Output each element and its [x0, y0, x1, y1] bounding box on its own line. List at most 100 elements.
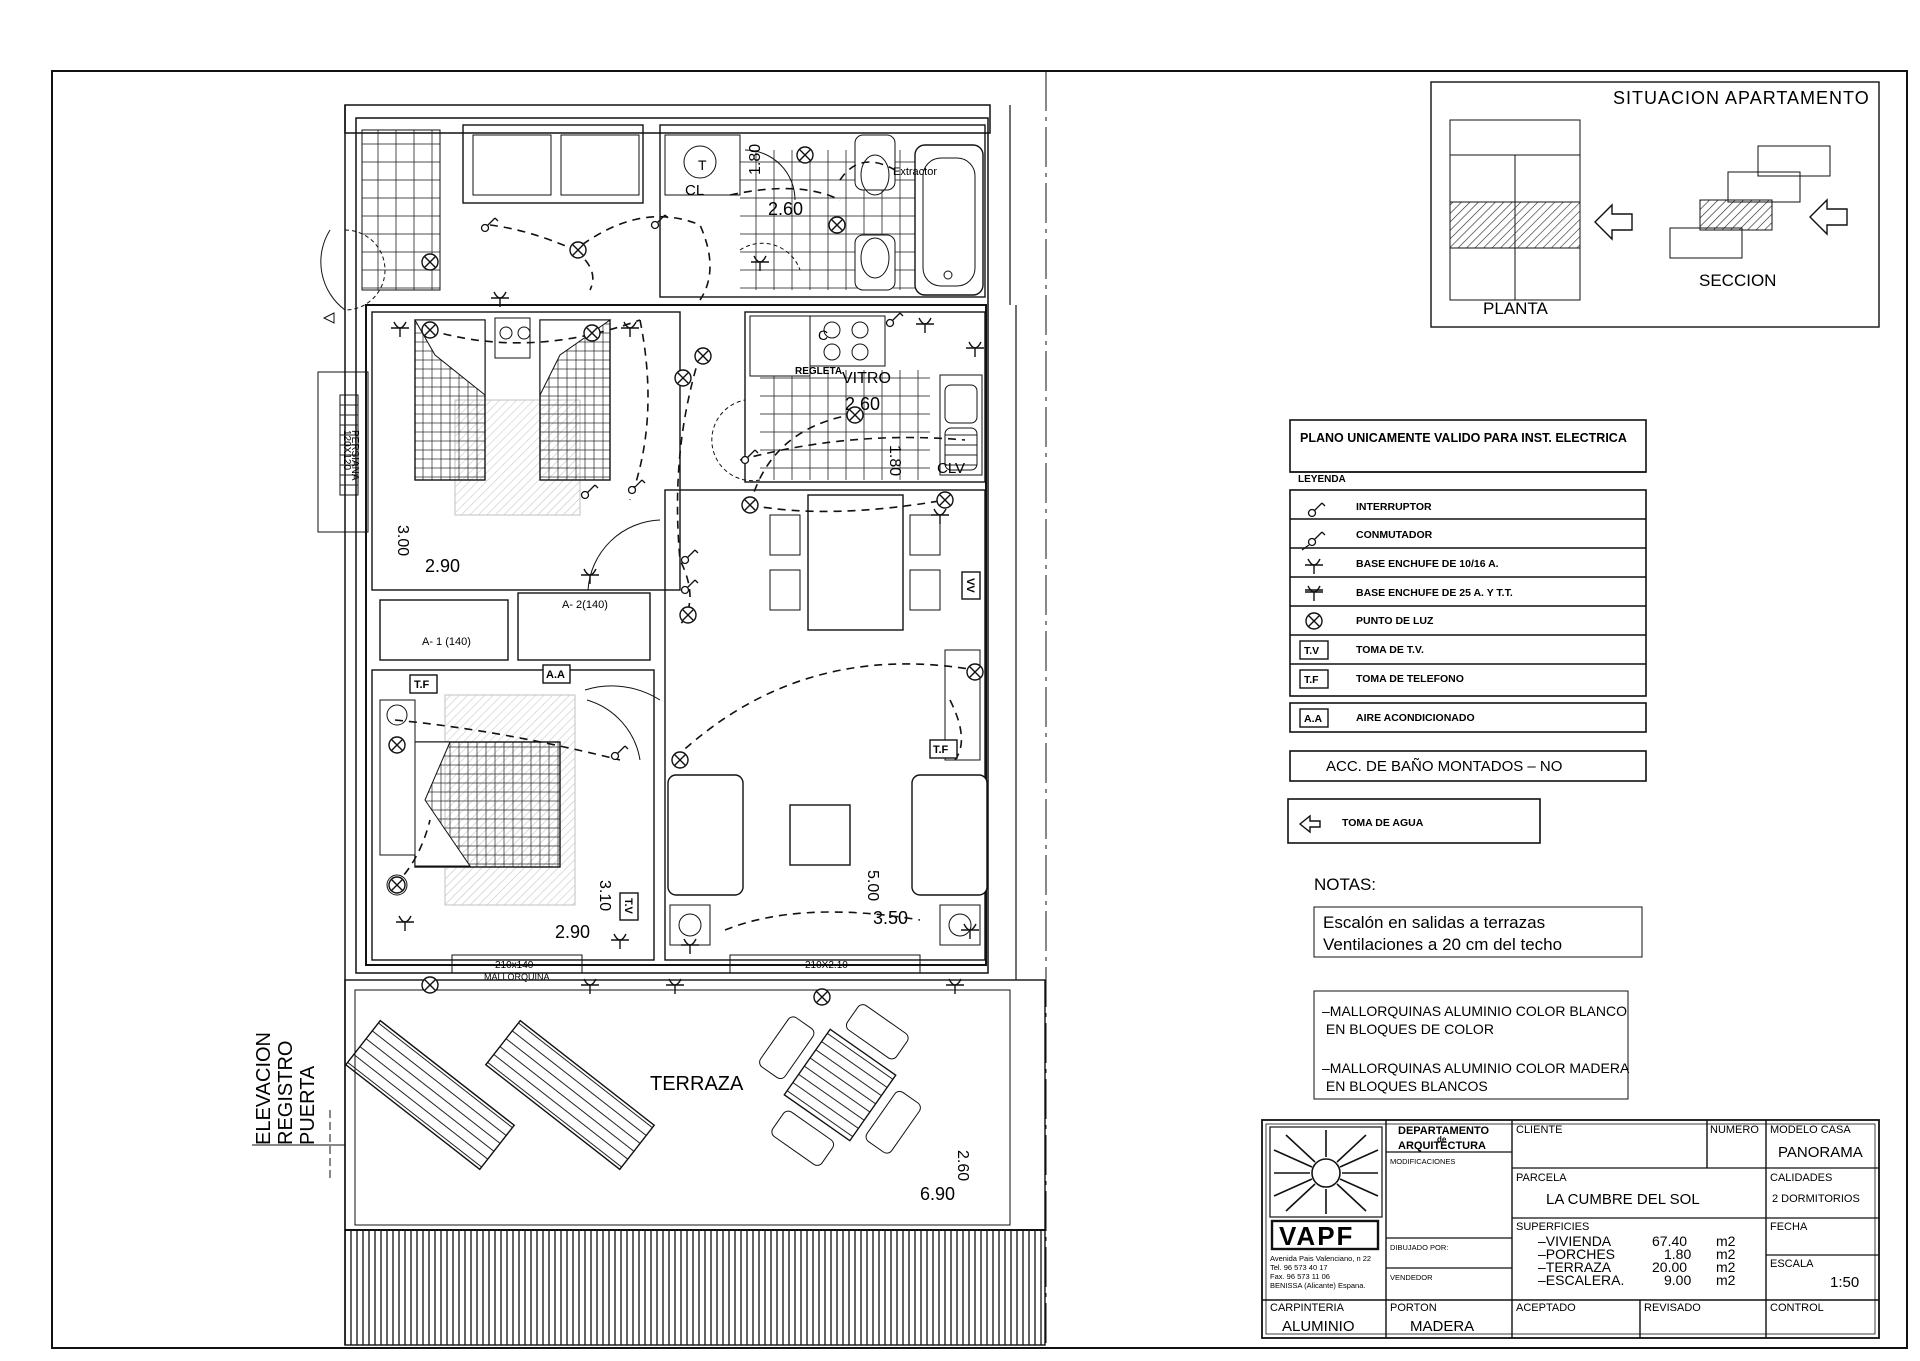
superficies-label: SUPERFICIES: [1516, 1221, 1589, 1233]
modelo-label: MODELO CASA: [1770, 1124, 1851, 1136]
modelo-value: PANORAMA: [1778, 1144, 1863, 1161]
window-size-label: 120X120: [341, 430, 352, 470]
bedroom2-dim-w: 2.90: [555, 922, 590, 942]
door2-size-label: 210X2.10: [805, 960, 848, 971]
porton-label: PORTON: [1390, 1302, 1437, 1314]
door1-type-label: MALLORQUINA: [484, 972, 550, 982]
svg-text:m2: m2: [1716, 1246, 1736, 1262]
planta-label: PLANTA: [1483, 299, 1549, 318]
conmutador-icon: [1301, 531, 1326, 551]
note-line: Ventilaciones a 20 cm del techo: [1323, 935, 1562, 954]
legend-header: PLANO UNICAMENTE VALIDO PARA INST. ELECT…: [1300, 431, 1627, 445]
stair-bars: [344, 1229, 1046, 1346]
notes-title: NOTAS:: [1314, 875, 1376, 894]
water-tap-icon: [1298, 814, 1321, 834]
superficies-table: –VIVIENDA 67.40 m2 –PORCHES 1.80 m2 –TER…: [1538, 1233, 1736, 1288]
lounger-2: [484, 1019, 656, 1171]
toma-agua-label: TOMA DE AGUA: [1342, 817, 1424, 829]
window-persiana-label: PERSIANA: [349, 430, 360, 481]
vendedor-label: VENDEDOR: [1390, 1273, 1433, 1282]
terrace-dim-w: 6.90: [920, 1184, 955, 1204]
seccion-label: SECCION: [1699, 271, 1776, 290]
svg-text:67.40: 67.40: [1652, 1233, 1687, 1249]
svg-text:VAPF: VAPF: [1279, 1221, 1354, 1251]
situacion-panel: SITUACION APARTAMENTO PLANTA SECCION: [1430, 81, 1880, 328]
tv-outlet-icon: T.V: [1299, 640, 1329, 660]
svg-text:–ESCALERA.: –ESCALERA.: [1538, 1272, 1624, 1288]
socket-25a-icon: [1304, 585, 1324, 602]
calidades-label: CALIDADES: [1770, 1172, 1832, 1184]
legend-item-label: BASE ENCHUFE DE 25 A. Y T.T.: [1356, 587, 1513, 599]
bedroom1-dim-h: 3.00: [394, 525, 411, 556]
carpinteria-value: ALUMINIO: [1282, 1318, 1355, 1335]
parcela-value: LA CUMBRE DEL SOL: [1546, 1191, 1700, 1208]
terrace-table: [759, 1004, 921, 1166]
phone-outlet-icon: T.F: [1299, 669, 1329, 689]
door1-size-label: 210x140: [495, 960, 534, 971]
bath-dim-w: 2.60: [768, 199, 803, 219]
aa-outlet-icon: A.A: [1299, 708, 1329, 728]
elevation-label: ELEVACION REGISTRO PUERTA: [252, 1032, 345, 1180]
dept-line: ARQUITECTURA: [1398, 1140, 1486, 1152]
title-block: VAPF Avenida Pais Valenciano, n 22 Tel. …: [1261, 1119, 1880, 1339]
fecha-label: FECHA: [1770, 1221, 1808, 1233]
svg-text:T.F: T.F: [933, 744, 949, 756]
terrace-label: TERRAZA: [650, 1073, 744, 1095]
bedroom1-dim-w: 2.90: [425, 556, 460, 576]
kitchen: [744, 311, 986, 483]
svg-text:REGISTRO: REGISTRO: [275, 1041, 297, 1145]
svg-text:m2: m2: [1716, 1272, 1736, 1288]
vapf-logo: VAPF: [1269, 1126, 1383, 1251]
terrace-dim-h: 2.60: [954, 1150, 971, 1181]
light-point-icon: [1305, 612, 1323, 630]
bath-dim-h: 1.80: [747, 144, 764, 175]
revisado-label: REVISADO: [1644, 1302, 1701, 1314]
kitchen-c-label: C: [818, 327, 828, 343]
escala-value: 1:50: [1830, 1274, 1859, 1291]
legend-panel: PLANO UNICAMENTE VALIDO PARA INST. ELECT…: [1287, 419, 1647, 844]
cliente-label: CLIENTE: [1516, 1124, 1562, 1136]
note-line: Escalón en salidas a terrazas: [1323, 913, 1545, 932]
svg-text:–PORCHES: –PORCHES: [1538, 1246, 1615, 1262]
bath-cl-label: CL: [685, 182, 704, 199]
svg-text:A.A: A.A: [1304, 713, 1323, 725]
carpinteria-label: CARPINTERIA: [1270, 1302, 1345, 1314]
bedroom-2: [371, 669, 655, 961]
parcela-label: PARCELA: [1516, 1172, 1567, 1184]
dept-line: DEPARTAMENTO: [1398, 1125, 1490, 1137]
svg-text:T.F: T.F: [414, 679, 430, 691]
legend-item-label: TOMA DE TELEFONO: [1356, 673, 1464, 685]
porton-value: MADERA: [1410, 1318, 1474, 1335]
svg-text:A.A: A.A: [546, 669, 565, 681]
address-line: Tel. 96 573 40 17: [1270, 1263, 1328, 1272]
note-line: EN BLOQUES DE COLOR: [1322, 1021, 1494, 1037]
svg-text:9.00: 9.00: [1664, 1272, 1691, 1288]
sheet-border: [51, 70, 1908, 1349]
modificaciones-label: MODIFICACIONES: [1390, 1157, 1455, 1166]
extractor-label: Extractor: [893, 166, 937, 178]
svg-text:ELEVACION: ELEVACION: [253, 1032, 275, 1145]
calidades-value: 2 DORMITORIOS: [1772, 1193, 1860, 1205]
situacion-title: SITUACION APARTAMENTO: [1613, 88, 1870, 108]
svg-text:–TERRAZA: –TERRAZA: [1538, 1259, 1612, 1275]
notes-panel: NOTAS: Escalón en salidas a terrazas Ven…: [1313, 875, 1643, 1100]
socket-16a-icon: [1304, 558, 1324, 575]
wardrobe2-label: A- 2(140): [562, 599, 608, 611]
note-line: EN BLOQUES BLANCOS: [1322, 1078, 1488, 1094]
outlet-boxes: T.F A.A T.F T.V VV: [409, 571, 981, 921]
legend-item-label: INTERRUPTOR: [1356, 501, 1432, 513]
note-line: –MALLORQUINAS ALUMINIO COLOR MADERA: [1322, 1060, 1630, 1076]
wardrobe1-label: A- 1 (140): [422, 636, 471, 648]
aa-legend-label: AIRE ACONDICIONADO: [1356, 712, 1475, 724]
svg-text:m2: m2: [1716, 1259, 1736, 1275]
aceptado-label: ACEPTADO: [1516, 1302, 1576, 1314]
vitro-label: VITRO: [842, 370, 891, 387]
lounger-1: [344, 1019, 516, 1171]
legend-item-label: CONMUTADOR: [1356, 529, 1433, 541]
floor-plan: CL T Extractor 2.60 1.80 C REGLETA VITRO…: [252, 104, 1046, 1346]
legend-title: LEYENDA: [1298, 474, 1346, 485]
bath-t-label: T: [698, 157, 707, 173]
living-dim-w: 3.50: [873, 908, 908, 928]
svg-text:VV: VV: [964, 578, 976, 593]
